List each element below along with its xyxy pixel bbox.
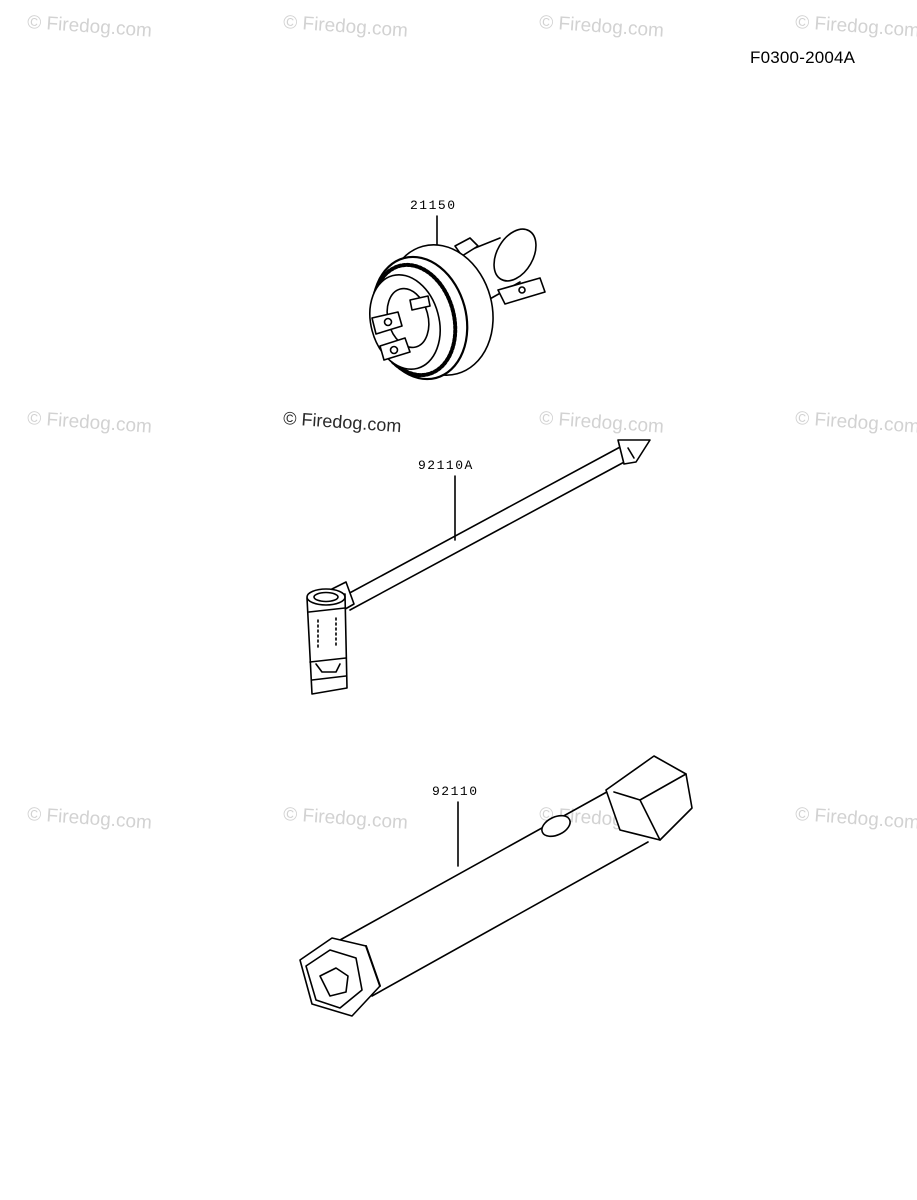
part-label-92110: 92110	[432, 784, 479, 799]
part-label-21150: 21150	[410, 198, 457, 213]
part-label-92110a: 92110A	[418, 458, 474, 473]
spark-plug-t-wrench-icon	[306, 439, 651, 695]
plug-connector-icon	[369, 228, 546, 381]
box-spanner-icon	[299, 755, 693, 1017]
diagram-code: F0300-2004A	[750, 48, 856, 67]
